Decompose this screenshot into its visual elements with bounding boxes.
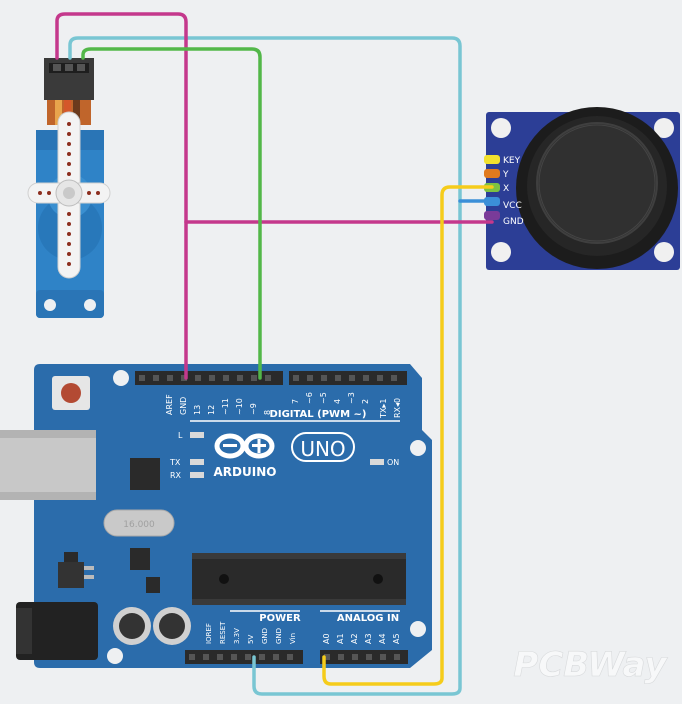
pin-aref: AREF bbox=[165, 394, 174, 415]
servo-motor bbox=[27, 58, 111, 318]
arduino-board: 16.000 bbox=[0, 364, 432, 668]
joystick-module: KEY Y X VCC GND bbox=[484, 107, 680, 270]
pin-11: ~11 bbox=[221, 398, 230, 415]
pin-0: RX◂0 bbox=[393, 398, 402, 418]
power-header-label: POWER bbox=[259, 613, 301, 624]
pin-9: ~9 bbox=[249, 403, 258, 415]
pin-ioref: IOREF bbox=[205, 623, 213, 644]
crystal-label: 16.000 bbox=[123, 520, 155, 530]
led-on-label: ON bbox=[387, 458, 399, 467]
analog-header-label: ANALOG IN bbox=[337, 613, 399, 624]
wire-green-signal bbox=[81, 47, 262, 380]
pin-10: ~10 bbox=[235, 398, 244, 415]
pin-vin: Vin bbox=[289, 633, 297, 644]
joystick-pin-key: KEY bbox=[503, 156, 521, 166]
pin-a0: A0 bbox=[322, 633, 331, 644]
pin-3: ~3 bbox=[347, 392, 356, 404]
wire-magenta-gnd bbox=[55, 12, 188, 380]
pin-5v: 5V bbox=[247, 635, 255, 644]
pin-reset: RESET bbox=[219, 621, 227, 644]
digital-header-label: DIGITAL (PWM ~) bbox=[270, 409, 367, 420]
led-tx-label: TX bbox=[169, 458, 181, 467]
joystick-pin-vcc: VCC bbox=[503, 201, 522, 211]
power-pin-labels: IOREF RESET 3.3V 5V GND GND Vin bbox=[205, 621, 297, 644]
pin-12: 12 bbox=[207, 405, 216, 415]
led-l-label: L bbox=[178, 431, 183, 440]
pin-gnd-digital: GND bbox=[179, 397, 188, 415]
pin-13: 13 bbox=[193, 405, 202, 415]
board-model: UNO bbox=[300, 437, 345, 461]
joystick-pin-x: X bbox=[503, 184, 509, 194]
pin-8: 8 bbox=[263, 410, 272, 415]
pin-a1: A1 bbox=[336, 633, 345, 644]
arduino-logo bbox=[214, 433, 275, 459]
pin-a5: A5 bbox=[392, 633, 401, 644]
pin-3v3: 3.3V bbox=[233, 628, 241, 644]
pin-6: ~6 bbox=[305, 392, 314, 404]
watermark: PCBWay bbox=[513, 645, 668, 685]
pin-a2: A2 bbox=[350, 633, 359, 644]
pin-a3: A3 bbox=[364, 633, 373, 644]
pin-5: ~5 bbox=[319, 392, 328, 404]
joystick-pin-gnd: GND bbox=[503, 217, 524, 227]
analog-pin-labels: A0 A1 A2 A3 A4 A5 bbox=[322, 633, 401, 644]
wire-cyan-5v bbox=[68, 36, 462, 696]
joystick-pin-y: Y bbox=[502, 170, 509, 180]
digital-pin-labels: AREF GND 13 12 ~11 ~10 ~9 8 7 ~6 ~5 4 ~3… bbox=[165, 392, 402, 419]
pin-gnd-2: GND bbox=[275, 628, 283, 644]
wire-yellow-x bbox=[322, 185, 494, 686]
pin-7: 7 bbox=[291, 399, 300, 404]
board-brand: ARDUINO bbox=[214, 465, 277, 479]
pin-2: 2 bbox=[361, 399, 370, 404]
wires bbox=[55, 12, 494, 696]
led-rx-label: RX bbox=[170, 471, 182, 480]
pin-gnd-1: GND bbox=[261, 628, 269, 644]
pin-a4: A4 bbox=[378, 633, 387, 644]
pin-1: TX▸1 bbox=[379, 399, 388, 419]
pin-4: 4 bbox=[333, 399, 342, 404]
